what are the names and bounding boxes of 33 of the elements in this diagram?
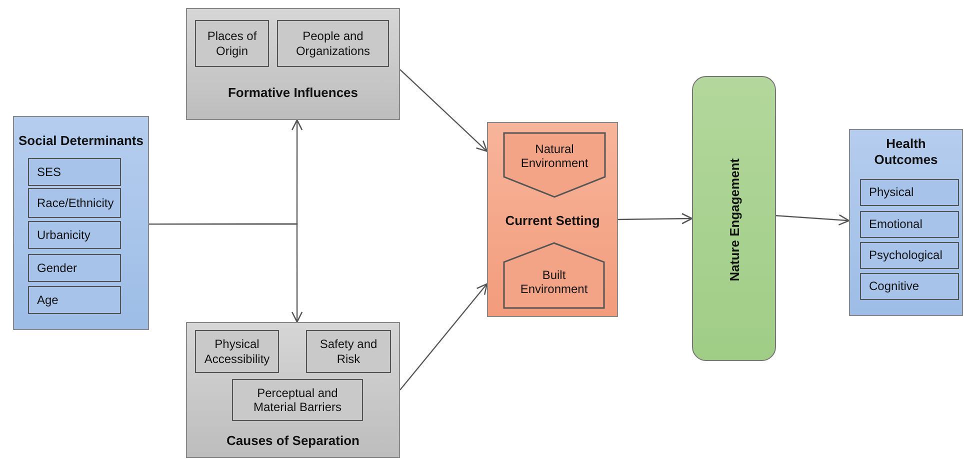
- group-title: Causes of Separation: [226, 433, 360, 449]
- arrow: [618, 212, 693, 224]
- group-title: Current Setting: [504, 213, 601, 229]
- arrow: [400, 283, 488, 390]
- item-box: SES: [28, 158, 121, 186]
- group-box: [849, 129, 963, 316]
- item-box: Safety and Risk: [306, 330, 391, 373]
- node-label: Built Environment: [519, 268, 589, 297]
- arrow: [400, 69, 488, 152]
- group-box: [186, 322, 400, 458]
- item-box: Race/Ethnicity: [28, 188, 121, 218]
- node-label: Nature Engagement: [727, 156, 743, 283]
- item-box: Emotional: [860, 211, 959, 238]
- group-title: Formative Influences: [226, 85, 360, 101]
- item-box: Urbanicity: [28, 221, 121, 249]
- group-title: Health Outcomes: [873, 136, 939, 168]
- item-box: People and Organizations: [277, 20, 389, 67]
- item-box: Psychological: [860, 242, 959, 269]
- group-box: [186, 8, 400, 120]
- rounded-box: [692, 76, 776, 361]
- arrow: [149, 223, 303, 323]
- arrow: [776, 214, 850, 226]
- node-label: Natural Environment: [520, 142, 590, 171]
- item-box: Gender: [28, 254, 121, 282]
- group-box: [487, 122, 618, 317]
- item-box: Cognitive: [860, 273, 959, 300]
- item-box: Places of Origin: [195, 20, 269, 67]
- item-box: Perceptual and Material Barriers: [232, 379, 363, 421]
- group-box: [13, 116, 149, 330]
- item-box: Age: [28, 286, 121, 314]
- group-title: Social Determinants: [18, 133, 144, 149]
- item-box: Physical Accessibility: [195, 330, 279, 373]
- item-box: Physical: [860, 179, 959, 206]
